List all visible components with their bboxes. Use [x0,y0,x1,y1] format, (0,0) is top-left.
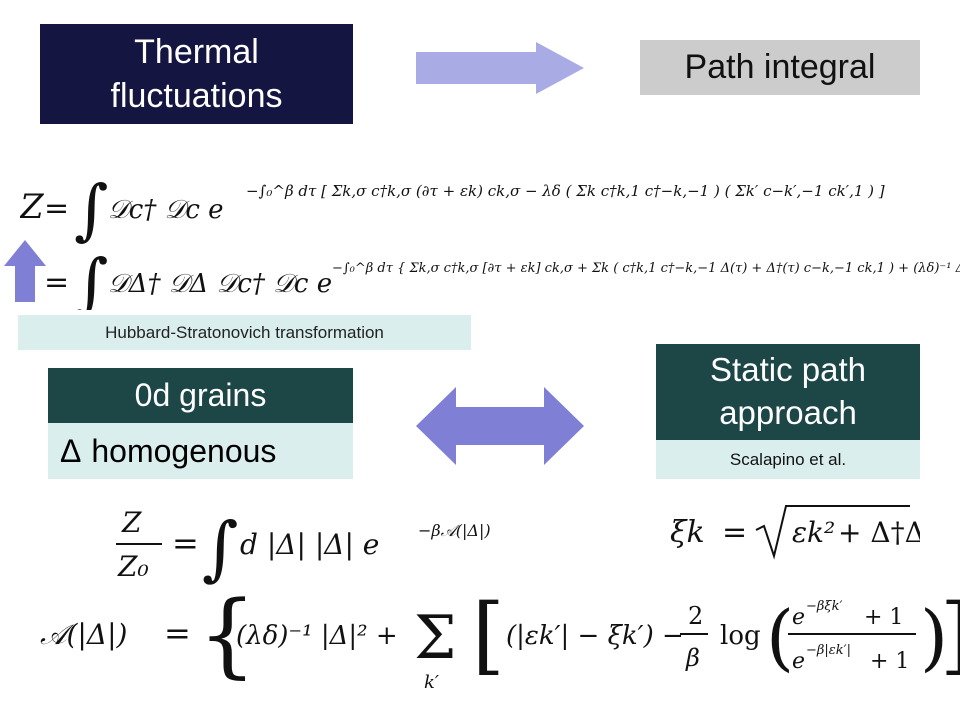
grains-title: 0d grains [134,377,267,413]
svg-text:(|εk′| − ξk′) −: (|εk′| − ξk′) − [506,621,684,651]
svg-text:2: 2 [688,602,703,630]
svg-text:+ 1: + 1 [870,649,909,674]
svg-text:−∫₀^β dτ [ Σk,σ c†k,σ (∂τ + εk: −∫₀^β dτ [ Σk,σ c†k,σ (∂τ + εk) ck,σ − λ… [246,182,885,200]
svg-text:=: = [44,191,69,226]
svg-text:=: = [164,614,191,652]
grains-header: 0d grains [48,368,353,423]
svg-text:−β|εk′|: −β|εk′| [806,643,851,658]
svg-text:]: ] [940,588,960,684]
grains-body: Δ homogenous [48,423,353,479]
svg-text:Σ: Σ [414,603,456,673]
right-arrow-icon [416,42,584,94]
ratio-equation: Z Z₀ = ∫ d |Δ| |Δ| e −β𝒜(|Δ|) [116,506,491,589]
svg-text:{: { [198,588,257,688]
up-arrow-icon [4,240,46,302]
svg-text:ξk: ξk [670,515,705,550]
svg-text:): ) [920,595,948,679]
svg-text:=: = [44,265,69,300]
scalapino-credit: Scalapino et al. [729,449,847,469]
svg-text:−βξk′: −βξk′ [806,599,842,614]
hs-text: Hubbard-Stratonovich transformation [105,322,384,342]
svg-text:Z₀: Z₀ [117,550,149,583]
svg-text:𝒜(|Δ|): 𝒜(|Δ|) [40,618,127,651]
svg-text:−∫₀^β dτ { Σk,σ c†k,σ [∂τ + εk: −∫₀^β dτ { Σk,σ c†k,σ [∂τ + εk] ck,σ + Σ… [332,261,960,276]
svg-text:log: log [720,621,761,651]
xi-equation: ξk = εk² + Δ†Δ [670,505,920,560]
thermal-line1: Thermal [134,32,259,71]
svg-text:∫: ∫ [202,507,238,589]
svg-text:𝒟c† 𝒟c e: 𝒟c† 𝒟c e [108,195,224,225]
svg-text:(λδ)⁻¹ |Δ|² +: (λδ)⁻¹ |Δ|² + [236,621,398,651]
thermal-line2: fluctuations [110,77,283,115]
static-path-header: Static path approach [656,344,920,440]
path-integral-box: Path integral [640,40,920,95]
svg-text:d |Δ| |Δ| e: d |Δ| |Δ| e [240,528,379,561]
hubbard-stratonovich-label: Hubbard-Stratonovich transformation [18,315,471,350]
action-equation: 𝒜(|Δ|) = { (λδ)⁻¹ |Δ|² + Σ k′ [ (|εk′| −… [40,588,960,693]
svg-text:−β𝒜(|Δ|): −β𝒜(|Δ|) [418,521,491,540]
delta-symbol: Δ [60,432,82,469]
svg-text:∫: ∫ [74,245,108,310]
svg-text:+ Δ†Δ: + Δ†Δ [838,516,920,549]
svg-text:=: = [172,524,199,562]
partition-function-equations: Z = ∫ 𝒟c† 𝒟c e −∫₀^β dτ [ Σk,σ c†k,σ (∂τ… [20,171,960,310]
svg-text:(: ( [766,595,794,679]
static-line1: Static path [710,351,866,389]
svg-text:Z: Z [121,506,142,539]
svg-text:εk²: εk² [792,516,835,549]
path-integral-label: Path integral [684,48,876,86]
svg-text:+ 1: + 1 [864,605,903,630]
svg-text:∫: ∫ [74,171,108,248]
svg-text:=: = [722,515,747,550]
grains-homogenous: homogenous [91,432,277,469]
svg-text:β: β [685,644,700,672]
static-line2: approach [719,394,857,431]
svg-text:[: [ [472,588,505,684]
static-path-credit: Scalapino et al. [656,440,920,479]
thermal-fluctuations-box: Thermal fluctuations [40,24,353,124]
svg-text:e: e [792,605,805,630]
svg-text:𝒟Δ† 𝒟Δ 𝒟c† 𝒟c e: 𝒟Δ† 𝒟Δ 𝒟c† 𝒟c e [108,269,332,299]
svg-text:k′: k′ [424,672,439,693]
double-arrow-icon [416,387,584,465]
svg-text:e: e [792,649,805,674]
svg-text:Z: Z [20,187,45,227]
